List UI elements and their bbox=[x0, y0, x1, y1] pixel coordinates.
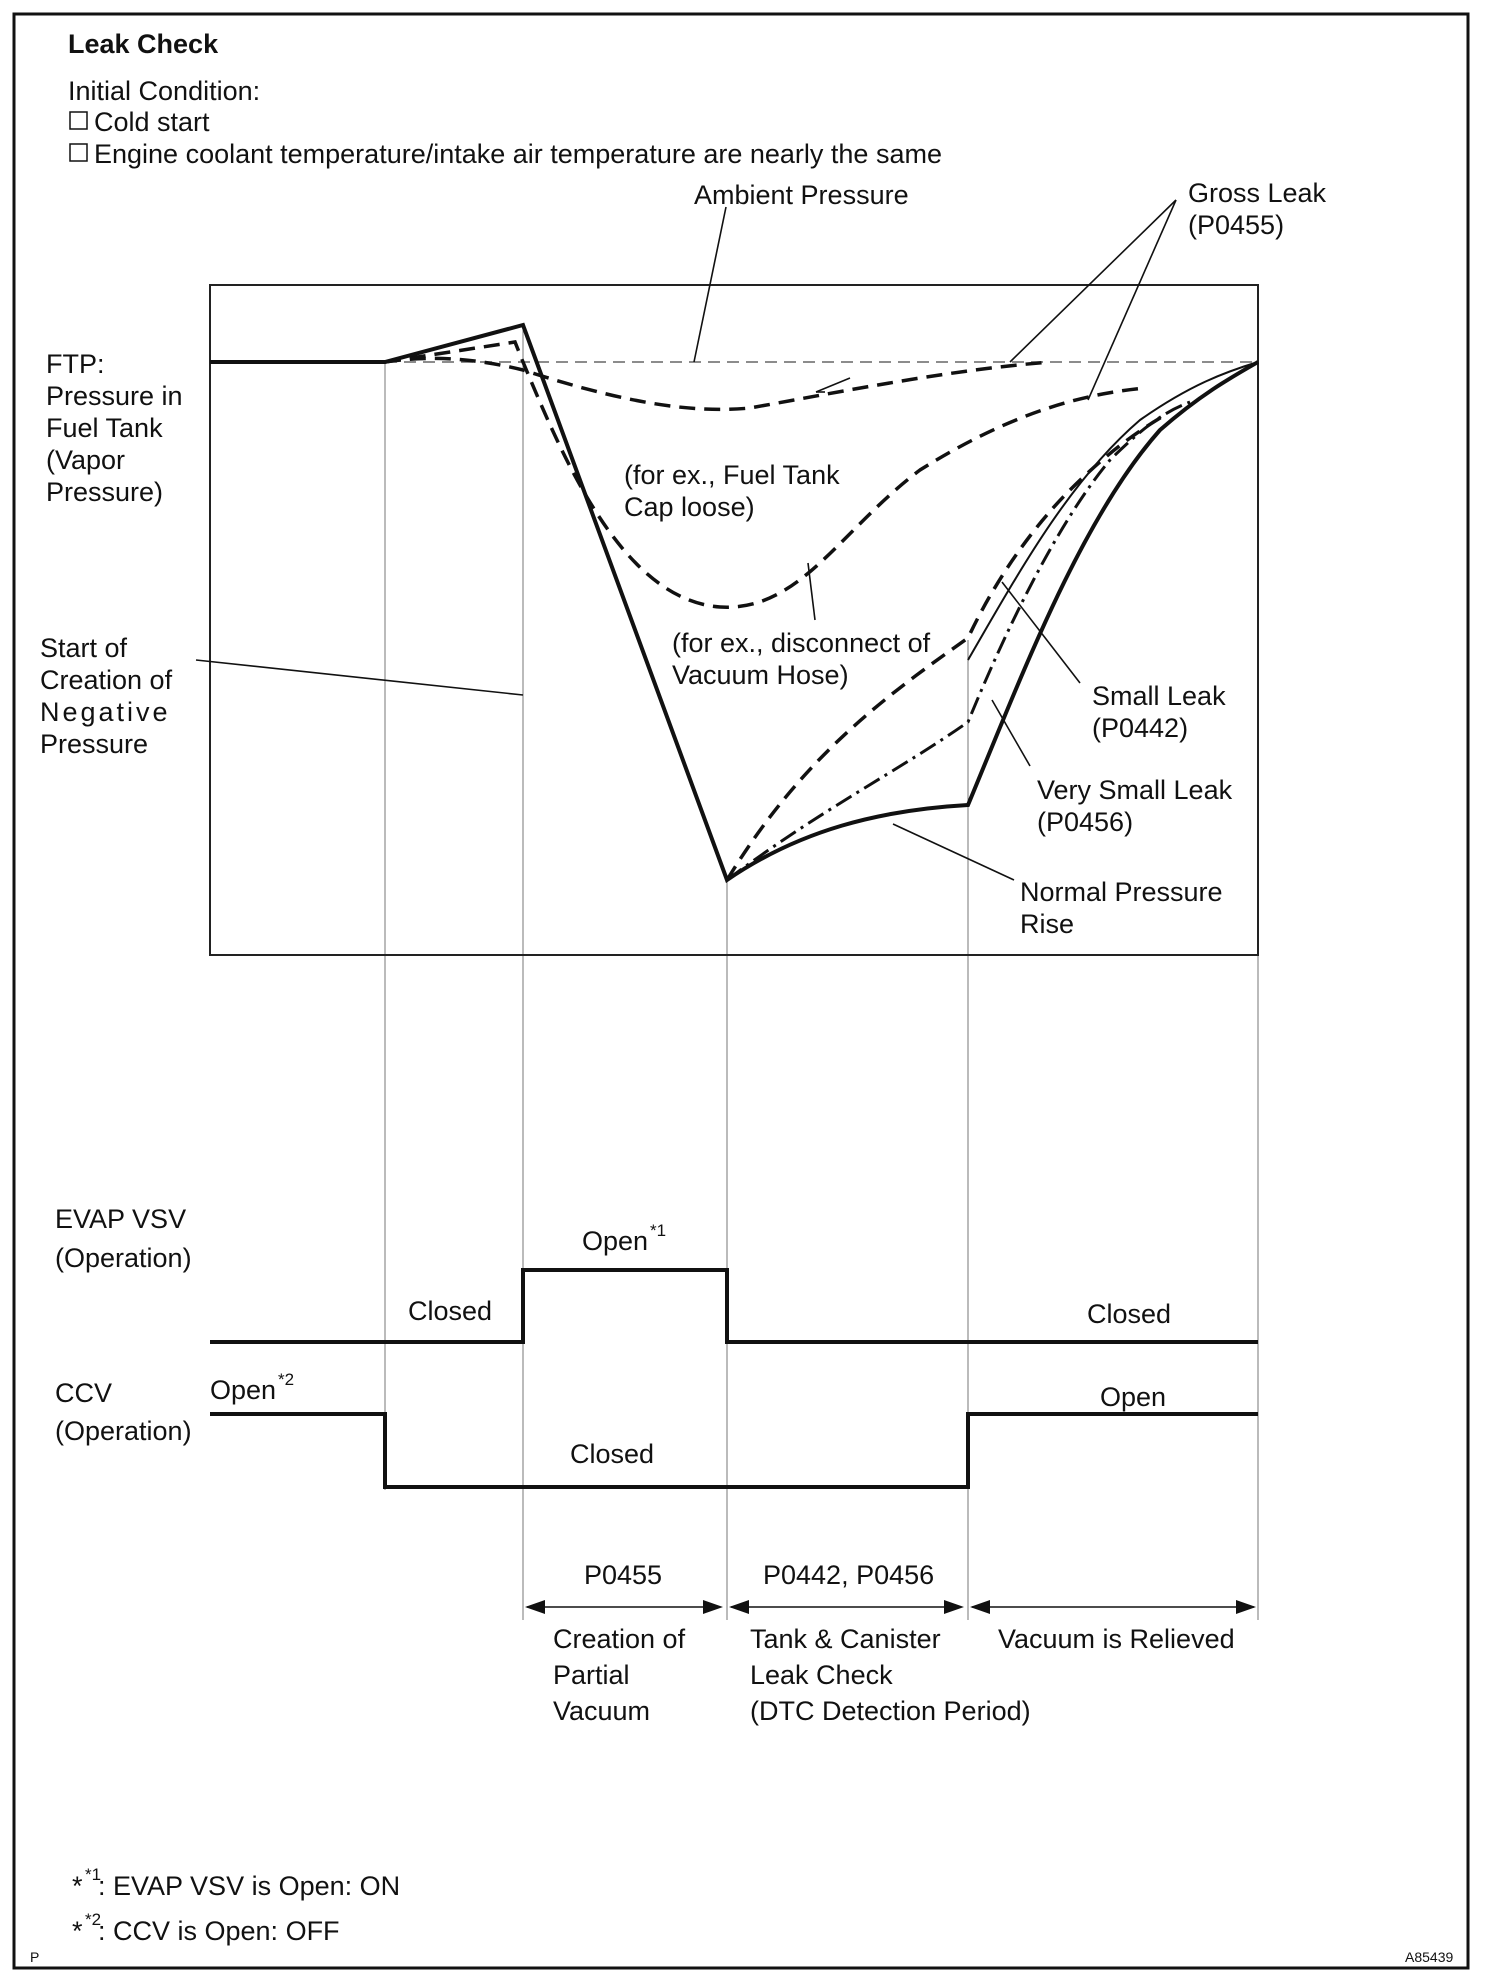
evap-vsv-timing-line bbox=[210, 1268, 1258, 1344]
ccv-open-right: Open bbox=[1100, 1382, 1166, 1412]
start-negative-label: Start of bbox=[40, 633, 128, 663]
footnote-mark: * bbox=[72, 1916, 83, 1946]
transition-curve bbox=[967, 361, 1259, 661]
normal-rise-leader bbox=[892, 823, 1015, 881]
cap-loose-label: Cap loose) bbox=[624, 492, 755, 522]
period-desc: Vacuum is Relieved bbox=[998, 1624, 1235, 1654]
small-leak-label: Small Leak bbox=[1092, 681, 1226, 711]
gross-leak-label: Gross Leak bbox=[1188, 178, 1327, 208]
initial-condition-heading: Initial Condition: bbox=[68, 76, 260, 106]
very-small-leak-curve bbox=[726, 400, 1191, 882]
start-negative-label: Negative bbox=[40, 697, 171, 727]
evap-vsv-label: EVAP VSV bbox=[55, 1204, 186, 1234]
evap-vsv-label: (Operation) bbox=[55, 1243, 192, 1273]
checkbox-icon bbox=[69, 143, 88, 162]
normal-rise-label: Normal Pressure bbox=[1020, 877, 1223, 907]
start-negative-label: Creation of bbox=[40, 665, 173, 695]
cap-loose-label: (for ex., Fuel Tank bbox=[624, 460, 840, 490]
ftp-label: Pressure) bbox=[46, 477, 163, 507]
vacuum-hose-label: (for ex., disconnect of bbox=[672, 628, 931, 658]
ftp-label: Pressure in bbox=[46, 381, 183, 411]
evap-vsv-closed-right: Closed bbox=[1087, 1299, 1171, 1329]
ftp-label: Fuel Tank bbox=[46, 413, 163, 443]
gross-leak-leader bbox=[1009, 199, 1177, 363]
diagram-title: Leak Check bbox=[68, 29, 219, 59]
ftp-label: (Vapor bbox=[46, 445, 125, 475]
gross-leak-code: (P0455) bbox=[1188, 210, 1284, 240]
pressure-plot-area bbox=[209, 284, 1259, 956]
footnote-text: : EVAP VSV is Open: ON bbox=[98, 1871, 400, 1901]
footnote-text: : CCV is Open: OFF bbox=[98, 1916, 340, 1946]
evap-vsv-open: Open bbox=[582, 1226, 648, 1256]
ftp-label: FTP: bbox=[46, 349, 105, 379]
small-leak-curve bbox=[725, 413, 1166, 881]
condition-item: Cold start bbox=[94, 107, 210, 137]
period-desc: Leak Check bbox=[750, 1660, 893, 1690]
ccv-open-left: Open bbox=[210, 1375, 276, 1405]
period-desc: Vacuum bbox=[553, 1696, 650, 1726]
ccv-label: (Operation) bbox=[55, 1416, 192, 1446]
period-dtc: P0442, P0456 bbox=[763, 1560, 934, 1590]
gross-leak-hose-curve bbox=[384, 340, 1146, 609]
normal-rise-label: Rise bbox=[1020, 909, 1074, 939]
very-small-leak-code: (P0456) bbox=[1037, 807, 1133, 837]
arrowhead-left-icon bbox=[525, 1600, 545, 1614]
period-desc: Partial bbox=[553, 1660, 630, 1690]
footnote-mark: * bbox=[72, 1871, 83, 1901]
ccv-open-note: *2 bbox=[278, 1370, 294, 1389]
ambient-pressure-label: Ambient Pressure bbox=[694, 180, 909, 210]
normal-pressure-curve bbox=[210, 322, 1259, 884]
period-desc: (DTC Detection Period) bbox=[750, 1696, 1031, 1726]
gross-leak-cap-curve bbox=[384, 356, 1051, 412]
footnote-mark: *2 bbox=[85, 1910, 101, 1929]
small-leak-leader bbox=[1001, 581, 1081, 684]
arrowhead-right-icon bbox=[703, 1600, 723, 1614]
checkbox-icon bbox=[69, 111, 88, 130]
outer-frame bbox=[12, 12, 1470, 1970]
evap-vsv-closed-left: Closed bbox=[408, 1296, 492, 1326]
ambient-pressure-leader bbox=[693, 206, 727, 363]
ccv-label: CCV bbox=[55, 1378, 112, 1408]
cap-loose-leader bbox=[815, 377, 851, 393]
period-desc: Creation of bbox=[553, 1624, 686, 1654]
arrowhead-left-icon bbox=[729, 1600, 749, 1614]
start-negative-label: Pressure bbox=[40, 729, 148, 759]
arrowhead-right-icon bbox=[1236, 1600, 1256, 1614]
evap-vsv-open-note: *1 bbox=[650, 1221, 666, 1240]
period-desc: Tank & Canister bbox=[750, 1624, 941, 1654]
start-negative-leader bbox=[195, 659, 524, 696]
very-small-leak-label: Very Small Leak bbox=[1037, 775, 1233, 805]
footnote-mark: *1 bbox=[85, 1865, 101, 1884]
vacuum-hose-leader bbox=[807, 562, 816, 621]
arrowhead-right-icon bbox=[944, 1600, 964, 1614]
corner-letter: P bbox=[30, 1949, 39, 1965]
figure-id: A85439 bbox=[1405, 1949, 1453, 1965]
gross-leak-leader bbox=[1087, 199, 1177, 401]
ccv-closed: Closed bbox=[570, 1439, 654, 1469]
ccv-timing-line bbox=[210, 1412, 1258, 1489]
condition-item: Engine coolant temperature/intake air te… bbox=[94, 139, 942, 169]
very-small-leak-leader bbox=[991, 699, 1031, 767]
arrowhead-left-icon bbox=[970, 1600, 990, 1614]
period-dtc: P0455 bbox=[584, 1560, 662, 1590]
small-leak-code: (P0442) bbox=[1092, 713, 1188, 743]
vacuum-hose-label: Vacuum Hose) bbox=[672, 660, 849, 690]
